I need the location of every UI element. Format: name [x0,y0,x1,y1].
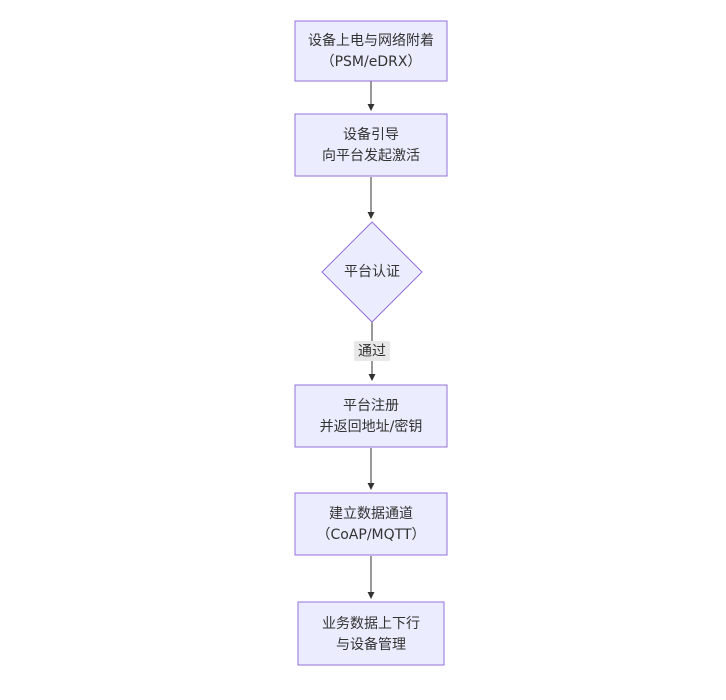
node-auth-decision: 平台认证 [321,221,423,323]
node-auth-label: 平台认证 [344,264,400,280]
node-service-box [297,601,445,666]
node-bootstrap-line1: 设备引导 [343,126,399,143]
node-service-line2: 与设备管理 [336,636,406,653]
node-register: 平台注册 并返回地址/密钥 [294,384,448,448]
node-register-box [294,384,448,448]
node-attach: 设备上电与网络附着 （PSM/eDRX） [294,20,448,82]
node-bootstrap: 设备引导 向平台发起激活 [294,113,448,177]
node-attach-box [294,20,448,82]
node-channel: 建立数据通道 （CoAP/MQTT） [294,492,448,556]
node-bootstrap-box [294,113,448,177]
edge-label-pass: 通过 [354,341,390,361]
node-register-line2: 并返回地址/密钥 [320,418,423,435]
edge-label-pass-text: 通过 [358,344,386,360]
node-register-line1: 平台注册 [343,398,399,414]
node-channel-line2: （CoAP/MQTT） [316,527,425,543]
node-channel-box [294,492,448,556]
node-service: 业务数据上下行 与设备管理 [297,601,445,666]
edge-label-pass-background [354,341,390,361]
node-attach-line2: （PSM/eDRX） [321,54,422,70]
node-attach-line1: 设备上电与网络附着 [308,32,434,49]
node-channel-line1: 建立数据通道 [329,506,413,522]
node-bootstrap-line2: 向平台发起激活 [322,147,420,164]
node-auth-diamond [321,221,423,323]
node-service-line1: 业务数据上下行 [322,616,420,632]
